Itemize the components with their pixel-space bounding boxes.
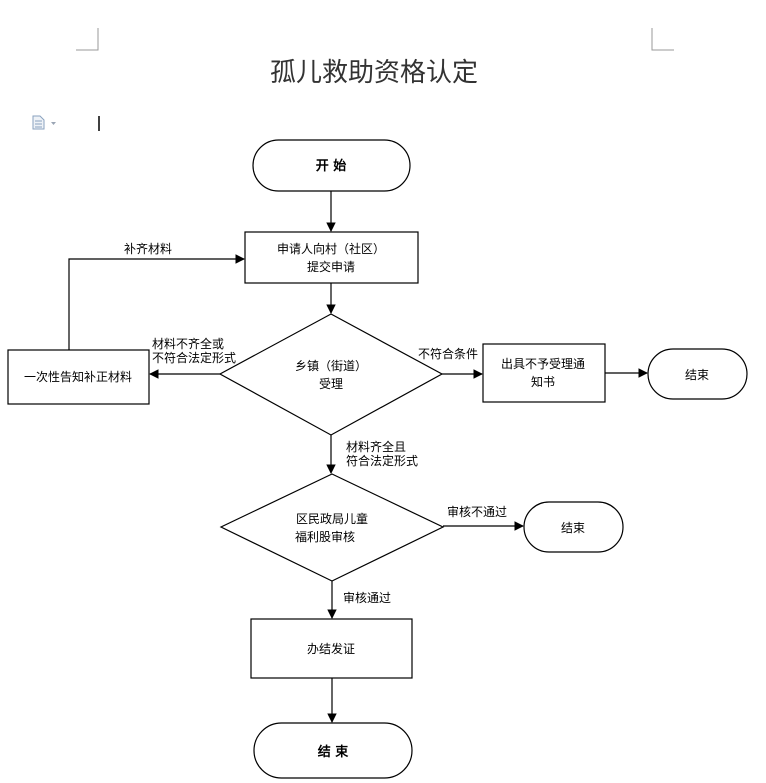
start-label: 开 始 bbox=[316, 158, 347, 174]
edge-notify-apply bbox=[68, 254, 245, 350]
edge-label-incomplete-line1: 材料不齐全或 bbox=[152, 336, 224, 351]
page-title: 孤儿救助资格认定 bbox=[270, 58, 478, 88]
review-label-line2: 福利股审核 bbox=[295, 529, 355, 544]
township-label-line1: 乡镇（街道） bbox=[295, 359, 367, 373]
review-decision: 区民政局儿童 福利股审核 bbox=[219, 473, 445, 582]
end-review-fail-node: 结束 bbox=[523, 501, 624, 553]
reject-notice-node: 出具不予受理通 知书 bbox=[482, 343, 606, 403]
crop-marks bbox=[76, 28, 674, 51]
township-decision: 乡镇（街道） 受理 bbox=[218, 313, 444, 436]
end-review-fail-label: 结束 bbox=[561, 521, 585, 535]
end-label: 结 束 bbox=[318, 744, 350, 760]
end-reject-label: 结束 bbox=[685, 368, 709, 382]
edge-label-complete-line1: 材料齐全且 bbox=[346, 439, 406, 454]
reject-notice-line1: 出具不予受理通 bbox=[501, 357, 585, 371]
start-node: 开 始 bbox=[252, 139, 411, 192]
edge-label-incomplete-line2: 不符合法定形式 bbox=[152, 350, 236, 365]
apply-label-line1: 申请人向村（社区） bbox=[277, 241, 385, 256]
end-node: 结 束 bbox=[253, 722, 413, 779]
notify-docs-label: 一次性告知补正材料 bbox=[24, 370, 132, 384]
notify-docs-node: 一次性告知补正材料 bbox=[7, 349, 150, 405]
edge-label-review-fail: 审核不通过 bbox=[447, 504, 507, 519]
paste-options-icon[interactable] bbox=[32, 115, 56, 130]
end-reject-node: 结束 bbox=[647, 348, 748, 400]
review-label-line1: 区民政局儿童 bbox=[296, 511, 368, 526]
apply-node: 申请人向村（社区） 提交申请 bbox=[244, 231, 419, 284]
edge-label-review-pass: 审核通过 bbox=[343, 590, 391, 605]
township-label-line2: 受理 bbox=[319, 377, 343, 391]
edge-label-supplement: 补齐材料 bbox=[124, 241, 172, 256]
edge-label-not-meet: 不符合条件 bbox=[418, 346, 478, 361]
reject-notice-line2: 知书 bbox=[531, 375, 555, 389]
issue-label: 办结发证 bbox=[307, 641, 355, 656]
issue-node: 办结发证 bbox=[250, 618, 413, 679]
apply-label-line2: 提交申请 bbox=[307, 259, 355, 274]
edge-label-complete-line2: 符合法定形式 bbox=[346, 453, 418, 468]
